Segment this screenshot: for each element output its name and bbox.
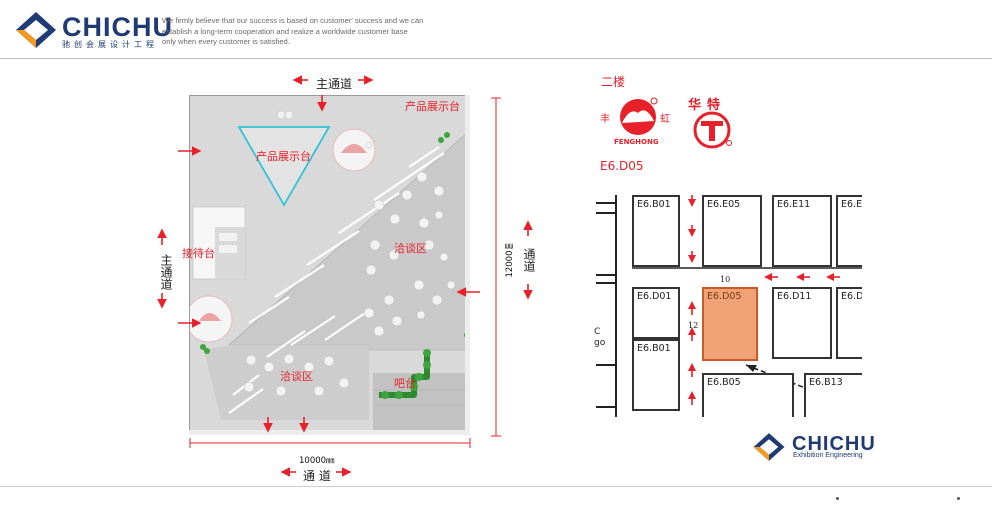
header-brand-cn: 驰创会展设计工程	[62, 40, 158, 49]
main-aisle-left-label: 主通道	[159, 254, 173, 290]
booth-e6-b01-bottom: E6.B01	[632, 339, 680, 411]
booth-e6-b05: E6.B05	[702, 373, 794, 417]
booth-e6-b13: E6.B13	[804, 373, 862, 417]
header-tagline: We firmly believe that our success is ba…	[162, 16, 424, 46]
booth-e6-e11: E6.E11	[772, 195, 832, 267]
floor-plan-drawing	[189, 95, 470, 435]
footer-divider	[0, 486, 992, 487]
product-display-top-label: 产品展示台	[405, 100, 460, 113]
header-brand: CHICHU	[62, 12, 173, 42]
booth-e6-d-partial: E6.D	[836, 287, 862, 359]
huate-brand-name: 华特	[688, 98, 727, 113]
hall-map-walls	[596, 195, 862, 417]
booth-e6-b01-top: E6.B01	[632, 195, 680, 267]
booth-e6-e-partial: E6.E	[836, 195, 862, 267]
fenghong-logo-icon	[620, 97, 658, 135]
booth-e6-d01: E6.D01	[632, 287, 680, 339]
footer-brand: CHICHU	[792, 433, 876, 455]
aisle-right-label: 通道	[522, 248, 536, 272]
width-dimension: 10000㎜	[299, 456, 335, 466]
negotiation-area-2-label: 洽谈区	[280, 370, 313, 383]
cut-off-text-1: C	[594, 327, 601, 337]
main-aisle-top-label: 主通道	[316, 77, 353, 91]
footer-logo-icon	[753, 433, 785, 461]
huate-logo-icon	[693, 111, 732, 149]
highlight-booth-label: E6.D05	[707, 291, 742, 302]
row-number-side: 12	[688, 321, 699, 330]
reception-label: 接待台	[182, 247, 215, 260]
floor-plan	[189, 95, 470, 435]
fenghong-left-char: 丰	[600, 114, 610, 125]
row-number-top: 10	[720, 275, 731, 284]
hall-map: E6.B01 E6.E05 E6.E11 E6.E E6.D01 E6.D05 …	[594, 185, 862, 417]
fenghong-brand-name: FENGHONG	[614, 138, 659, 146]
footer-dot-1	[836, 497, 839, 500]
aisle-bottom-label: 通 道	[303, 469, 331, 483]
booth-code: E6.D05	[600, 159, 644, 173]
cut-off-text-2: go	[594, 338, 606, 348]
product-display-triangle-label: 产品展示台	[256, 150, 311, 163]
booth-e6-d05-highlight[interactable]: E6.D05	[702, 287, 758, 361]
fenghong-right-char: 虹	[660, 114, 670, 125]
floor-label: 二楼	[601, 75, 626, 89]
footer-subtitle: Exhibition Engineering	[793, 452, 863, 459]
header-divider	[0, 58, 992, 59]
negotiation-area-1-label: 洽谈区	[394, 242, 427, 255]
bar-label: 吧台	[394, 377, 416, 390]
chichu-logo-icon	[16, 12, 56, 48]
booth-e6-d11: E6.D11	[772, 287, 832, 359]
booth-e6-e05: E6.E05	[702, 195, 762, 267]
footer-dot-2	[957, 497, 960, 500]
